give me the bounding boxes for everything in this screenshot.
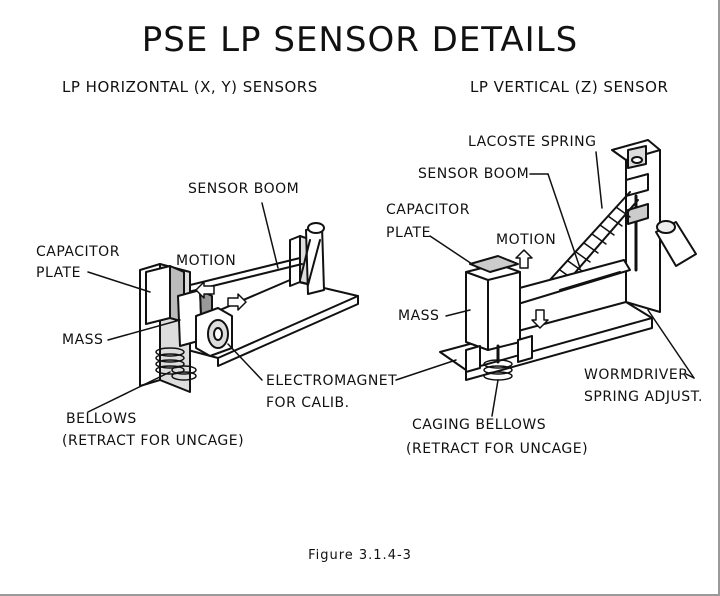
diagram-title: PSE LP SENSOR DETAILS — [141, 20, 579, 60]
label-right-mass: MASS — [398, 308, 440, 324]
label-right-lacoste-spring: LACOSTE SPRING — [468, 134, 597, 150]
label-right-plate: PLATE — [386, 225, 431, 241]
label-left-electromagnet: ELECTROMAGNET — [266, 373, 398, 389]
label-left-sensor-boom: SENSOR BOOM — [188, 181, 300, 197]
label-left-mass: MASS — [62, 332, 104, 348]
leader-lines — [87, 151, 695, 417]
label-left-retract: (RETRACT FOR UNCAGE) — [62, 433, 245, 449]
label-left-capacitor: CAPACITOR — [36, 244, 120, 260]
label-right-spring-adjust: SPRING ADJUST. — [584, 389, 703, 405]
label-right-caging-bellows: CAGING BELLOWS — [412, 417, 547, 433]
label-right-retract: (RETRACT FOR UNCAGE) — [406, 441, 589, 457]
label-right-wormdriver: WORMDRIVER — [584, 367, 689, 383]
figure-caption: Figure 3.1.4-3 — [308, 548, 412, 563]
right-subtitle: LP VERTICAL (Z) SENSOR — [470, 78, 669, 96]
vertical-sensor-drawing — [439, 139, 697, 381]
horizontal-sensor-drawing — [139, 222, 359, 393]
label-right-motion: MOTION — [496, 232, 557, 248]
left-subtitle: LP HORIZONTAL (X, Y) SENSORS — [62, 78, 318, 96]
label-left-plate: PLATE — [36, 265, 81, 281]
label-right-sensor-boom: SENSOR BOOM — [418, 166, 530, 182]
label-left-bellows: BELLOWS — [66, 411, 137, 427]
label-left-motion: MOTION — [176, 253, 237, 269]
label-left-for-calib: FOR CALIB. — [266, 395, 350, 411]
label-right-capacitor: CAPACITOR — [386, 202, 470, 218]
